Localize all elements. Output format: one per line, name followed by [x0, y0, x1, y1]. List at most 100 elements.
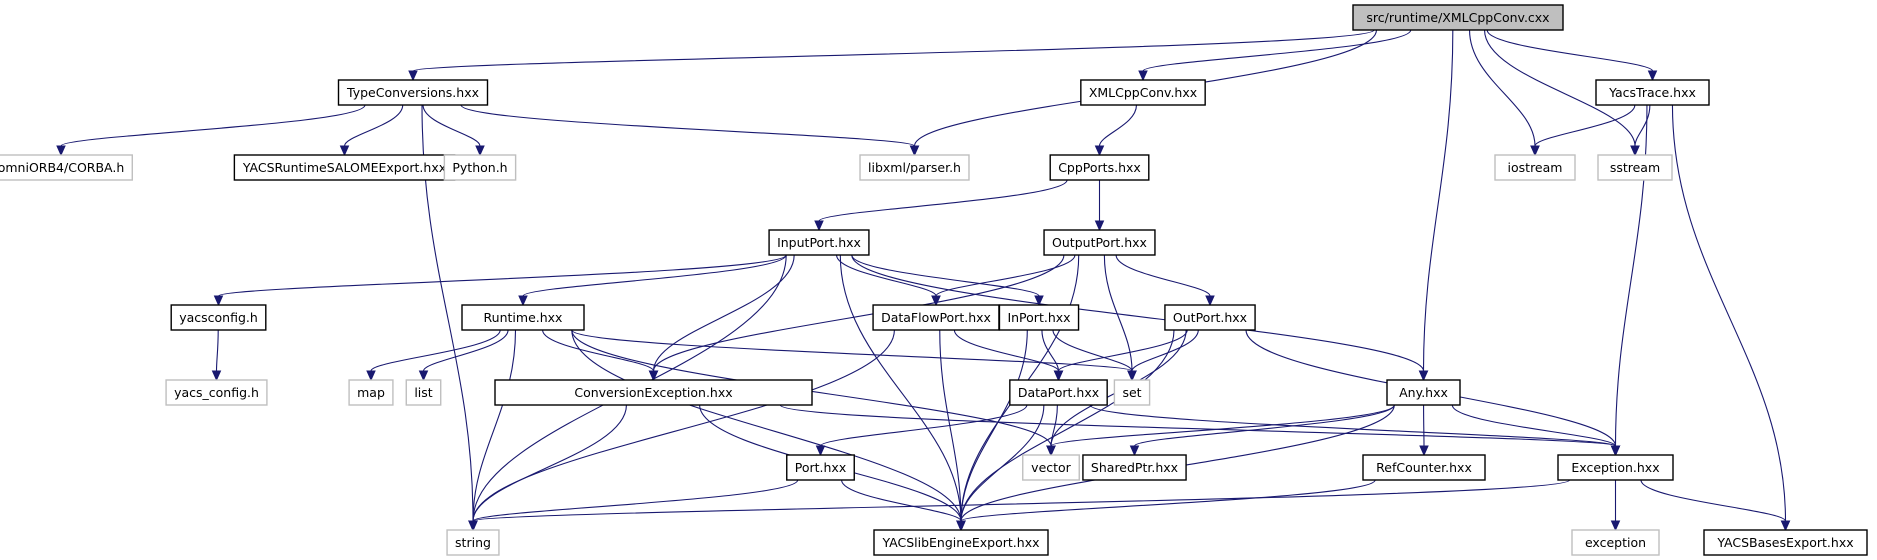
node-src[interactable]: src/runtime/XMLCppConv.cxx	[1352, 4, 1564, 31]
edge-line	[1634, 104, 1651, 147]
node-box	[1352, 4, 1564, 31]
arrowhead-icon	[1419, 445, 1429, 457]
edge-src-to-iostream	[1469, 29, 1540, 157]
node-inport[interactable]: InPort.hxx	[998, 304, 1080, 331]
edge-line	[1089, 404, 1617, 447]
node-label: Python.h	[452, 160, 507, 175]
node-label: omniORB4/CORBA.h	[0, 160, 124, 175]
node-refcounter[interactable]: RefCounter.hxx	[1362, 454, 1486, 481]
node-any[interactable]: Any.hxx	[1386, 379, 1461, 406]
edge-typeconv-to-python	[422, 104, 485, 157]
node-xmlcppconv[interactable]: XMLCppConv.hxx	[1080, 79, 1206, 106]
edge-line	[472, 479, 1571, 522]
edge-outputport-to-set	[1103, 254, 1137, 382]
node-box	[1082, 454, 1187, 481]
node-label: XMLCppConv.hxx	[1089, 85, 1197, 100]
node-port[interactable]: Port.hxx	[786, 454, 855, 481]
edge-line	[960, 329, 1175, 522]
edge-line	[472, 329, 517, 522]
node-yacsconfig[interactable]: yacsconfig.h	[170, 304, 267, 331]
edge-typeconv-to-libxml	[460, 104, 920, 157]
node-exception: exception	[1571, 529, 1660, 556]
arrowhead-icon	[931, 295, 941, 307]
node-label: iostream	[1508, 160, 1563, 175]
node-exception_hxx[interactable]: Exception.hxx	[1557, 454, 1674, 481]
node-box	[1080, 79, 1206, 106]
edge-line	[1422, 29, 1454, 372]
node-label: vector	[1031, 460, 1072, 475]
edge-line	[851, 254, 1040, 297]
node-dataport[interactable]: DataPort.hxx	[1009, 379, 1108, 406]
arrowhead-icon	[1530, 145, 1540, 157]
node-vector: vector	[1022, 454, 1080, 481]
node-convexc[interactable]: ConversionException.hxx	[494, 379, 813, 406]
node-yacstrace[interactable]: YacsTrace.hxx	[1595, 79, 1710, 106]
node-box	[1164, 304, 1256, 331]
edge-line	[571, 329, 1133, 372]
arrowhead-icon	[1418, 370, 1429, 382]
node-label: YACSRuntimeSALOMEExport.hxx	[242, 160, 446, 175]
edge-line	[571, 329, 962, 522]
node-label: YacsTrace.hxx	[1608, 85, 1696, 100]
node-libxml: libxml/parser.h	[859, 154, 970, 181]
node-typeconv[interactable]: TypeConversions.hxx	[337, 79, 489, 106]
edge-line	[1098, 104, 1138, 147]
edge-runtime-to-map	[366, 329, 501, 382]
node-box	[337, 79, 489, 106]
edge-outputport-to-outport	[1115, 254, 1215, 307]
node-box	[873, 529, 1049, 556]
node-label: Exception.hxx	[1571, 460, 1659, 475]
arrowhead-icon	[518, 295, 528, 307]
node-box	[768, 229, 870, 256]
node-list: list	[405, 379, 442, 406]
edge-src-to-xmlcppconv	[1138, 29, 1412, 82]
edge-runtime-to-convexc	[542, 329, 659, 382]
edge-yacstrace-to-sstream	[1630, 104, 1651, 157]
arrowhead-icon	[475, 145, 485, 157]
edge-line	[60, 104, 366, 147]
node-dataflowport[interactable]: DataFlowPort.hxx	[872, 304, 1000, 331]
edge-dataport-to-port	[815, 404, 1028, 457]
node-cppports[interactable]: CppPorts.hxx	[1049, 154, 1150, 181]
node-yacslib[interactable]: YACSlibEngineExport.hxx	[873, 529, 1049, 556]
node-iostream: iostream	[1494, 154, 1576, 181]
node-box	[494, 379, 813, 406]
arrowhead-icon	[1205, 295, 1215, 307]
node-box	[1049, 154, 1150, 181]
arrowhead-icon	[1610, 520, 1621, 532]
node-box	[1113, 379, 1151, 406]
arrowhead-icon	[1138, 70, 1148, 82]
node-outport[interactable]: OutPort.hxx	[1164, 304, 1256, 331]
edge-line	[818, 179, 1068, 222]
edge-typeconv-to-omniorb	[56, 104, 366, 157]
edge-any-to-sharedptr	[1129, 404, 1395, 457]
node-omniorb: omniORB4/CORBA.h	[0, 154, 133, 181]
edge-line	[652, 254, 795, 372]
node-box	[461, 304, 585, 331]
edge-inputport-to-inport	[851, 254, 1044, 307]
edge-exception_hxx-to-yacsbases	[1640, 479, 1791, 532]
node-label: ConversionException.hxx	[574, 385, 732, 400]
edge-src-to-any	[1418, 29, 1454, 382]
node-yacsruntime[interactable]: YACSRuntimeSALOMEExport.hxx	[233, 154, 456, 181]
node-outputport[interactable]: OutputPort.hxx	[1043, 229, 1156, 256]
edge-inputport-to-any	[851, 254, 1429, 382]
node-box	[0, 154, 133, 181]
arrowhead-icon	[814, 220, 824, 232]
arrowhead-icon	[1127, 370, 1137, 382]
node-sharedptr[interactable]: SharedPtr.hxx	[1082, 454, 1187, 481]
arrowhead-icon	[1780, 520, 1791, 532]
edge-line	[960, 329, 1028, 522]
node-box	[443, 154, 517, 181]
node-sstream: sstream	[1597, 154, 1673, 181]
node-box	[405, 379, 442, 406]
edges-layer	[56, 29, 1791, 532]
node-inputport[interactable]: InputPort.hxx	[768, 229, 870, 256]
node-label: Port.hxx	[795, 460, 846, 475]
edge-outport-to-set	[1127, 329, 1199, 382]
node-label: DataPort.hxx	[1018, 385, 1099, 400]
edge-line	[1534, 104, 1636, 147]
node-yacsbases[interactable]: YACSBasesExport.hxx	[1703, 529, 1868, 556]
edge-line	[542, 329, 655, 372]
node-runtime[interactable]: Runtime.hxx	[461, 304, 585, 331]
